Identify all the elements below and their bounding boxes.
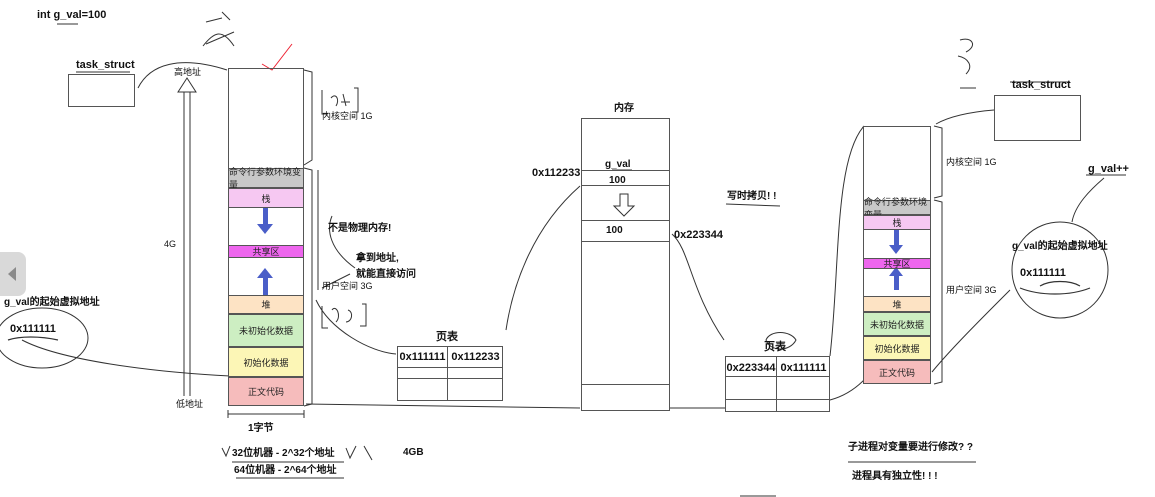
memory-to-right-pagetable-link	[671, 233, 725, 341]
parent-user-brace	[303, 167, 313, 407]
vm-to-page-table-arrow	[315, 299, 397, 355]
parent-kernel-space-label: 内核空间 1G	[322, 111, 373, 121]
parent-gval-address: 0x111111	[10, 323, 56, 335]
copy-on-write-note: 写时拷贝! !	[727, 191, 777, 202]
side-panel-collapse-handle[interactable]	[0, 252, 26, 296]
child-task-struct-box	[994, 95, 1081, 141]
memory-value-original: 100	[609, 175, 626, 186]
access-note-line2: 就能直接访问	[356, 269, 416, 280]
parent-growth-arrows	[257, 206, 273, 296]
right-page-table-physical: 0x223344	[726, 362, 776, 374]
memory-value-copy: 100	[606, 225, 623, 236]
child-user-space-label: 用户空间 3G	[946, 285, 997, 295]
right-page-table-title: 页表	[764, 341, 786, 353]
child-gval-start-label: g_val的起始虚拟地址	[1012, 241, 1108, 252]
note-independence: 进程具有独立性! ! !	[852, 471, 938, 482]
parent-kernel-brace	[303, 69, 313, 166]
left-page-table-physical: 0x112233	[451, 351, 500, 363]
byte-unit-label: 1字节	[248, 423, 274, 434]
right-page-table-virtual: 0x111111	[780, 362, 827, 374]
child-task-struct-label: task_struct	[1012, 79, 1071, 91]
child-gval-circle	[1011, 221, 1109, 319]
physical-memory	[581, 118, 670, 411]
note-4gb: 4GB	[403, 447, 424, 458]
not-physical-note: 不是物理内存!	[328, 223, 392, 234]
parent-gval-circle	[0, 307, 89, 369]
child-gval-increment: g_val++	[1088, 163, 1129, 175]
child-seg-shared: 共享区	[863, 258, 931, 269]
red-tick-mark	[261, 43, 293, 71]
left-page-table-title: 页表	[436, 331, 458, 343]
note-64bit: 64位机器 - 2^64个地址	[234, 465, 337, 476]
memory-var-name: g_val	[605, 159, 631, 170]
address-range-arrow	[183, 90, 191, 396]
child-seg-env: 命令行参数环境变量	[863, 197, 931, 220]
parent-seg-bss: 未初始化数据	[228, 314, 304, 347]
memory-addr-copy: 0x223344	[674, 229, 723, 241]
memory-cell-gval	[581, 170, 670, 186]
child-seg-heap: 堆	[863, 296, 931, 312]
note-32bit: 32位机器 - 2^32个地址	[232, 448, 335, 459]
parent-task-struct-box	[68, 74, 135, 107]
child-seg-bss: 未初始化数据	[863, 312, 931, 336]
parent-seg-heap: 堆	[228, 295, 304, 314]
child-growth-arrows	[889, 230, 903, 290]
child-task-to-vm-link	[935, 109, 995, 125]
memory-addr-original: 0x112233	[532, 167, 581, 179]
handwritten-child	[957, 38, 976, 89]
page-table-to-memory-link	[505, 185, 581, 331]
low-address-label: 低地址	[176, 399, 204, 409]
parent-user-space-label: 用户空间 3G	[322, 281, 373, 291]
question-child-modify: 子进程对变量要进行修改? ?	[848, 442, 973, 453]
parent-seg-text: 正文代码	[228, 377, 304, 406]
parent-task-struct-label: task_struct	[76, 59, 135, 71]
parent-seg-shared: 共享区	[228, 245, 304, 258]
memory-cell-copy	[581, 220, 670, 242]
child-seg-text: 正文代码	[863, 360, 931, 384]
parent-seg-data: 初始化数据	[228, 347, 304, 377]
access-note-line1: 拿到地址,	[356, 253, 399, 264]
parent-vm-to-pagetable-link	[21, 339, 231, 377]
parent-seg-env: 命令行参数环境变量	[228, 167, 304, 190]
parent-gval-start-label: g_val的起始虚拟地址	[4, 297, 100, 308]
child-seg-data: 初始化数据	[863, 336, 931, 360]
memory-copy-arrow	[612, 193, 636, 217]
global-var-declaration: int g_val=100	[37, 9, 107, 21]
size-4g-label: 4G	[164, 239, 177, 249]
child-seg-stack: 栈	[863, 215, 931, 230]
memory-title: 内存	[614, 103, 634, 114]
child-kernel-space-label: 内核空间 1G	[946, 157, 997, 167]
high-address-label: 高地址	[174, 67, 202, 77]
parent-task-to-vm-link	[137, 62, 228, 89]
child-gval-address: 0x111111	[1020, 267, 1066, 279]
left-page-table-virtual: 0x111111	[399, 351, 446, 363]
handwritten-father	[202, 11, 235, 47]
parent-seg-stack: 栈	[228, 188, 304, 208]
